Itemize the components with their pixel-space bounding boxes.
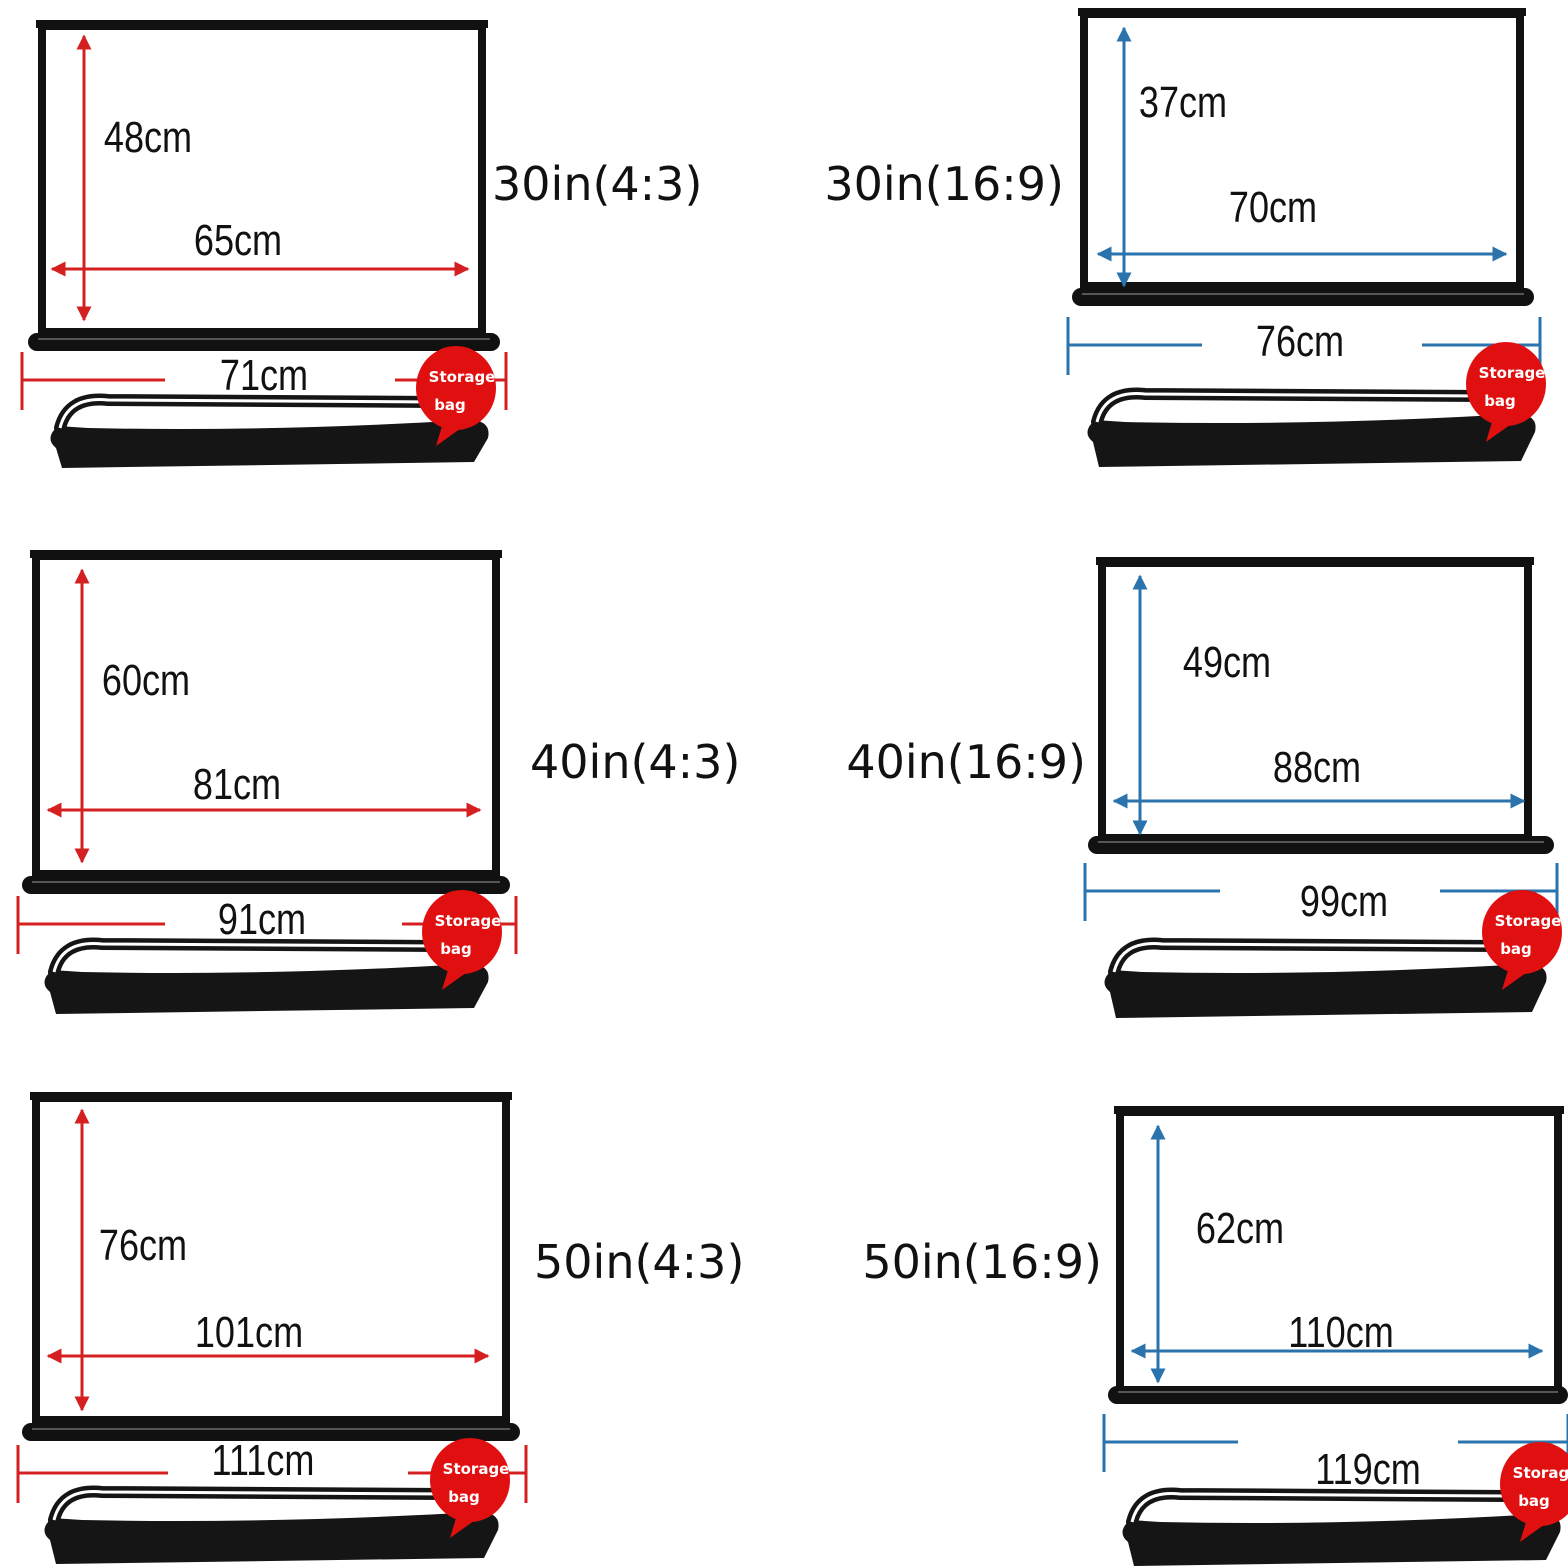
bubble-text-line2: bag (440, 940, 472, 958)
width-label: 88cm (1273, 743, 1361, 792)
storage-bag (1122, 1514, 1561, 1566)
total-width-label: 111cm (212, 1436, 315, 1485)
screen-panel-50-16-9: 62cm 110cm 119cm Storage bag (1102, 1106, 1568, 1566)
total-width-label: 71cm (220, 351, 308, 400)
bubble-tail (450, 1518, 478, 1538)
roller-base (28, 333, 500, 351)
total-width-label: 119cm (1315, 1445, 1421, 1494)
screen-frame (38, 22, 486, 336)
screen-size-label: 40in(4:3) (530, 735, 740, 789)
screen-top-bar (36, 20, 488, 28)
storage-bag (44, 1512, 499, 1564)
height-label: 62cm (1196, 1204, 1284, 1253)
storage-bag-bubble (430, 1438, 510, 1522)
roller-base (22, 1423, 520, 1441)
bubble-text-line1: Storage (435, 912, 502, 930)
screen-top-bar (1114, 1106, 1564, 1114)
bubble-tail (436, 426, 464, 446)
storage-bag (44, 964, 489, 1014)
screen-top-bar (1096, 557, 1534, 565)
screen-size-label: 30in(4:3) (492, 157, 702, 211)
height-label: 48cm (104, 113, 192, 162)
roller-base (1108, 1386, 1568, 1404)
height-label: 60cm (102, 656, 190, 705)
bubble-text-line1: Storage (1513, 1464, 1568, 1482)
storage-bag-bubble (1466, 342, 1546, 426)
screen-top-bar (30, 1092, 512, 1100)
bubble-text-line2: bag (1484, 392, 1516, 410)
storage-bag-bubble (1500, 1442, 1568, 1526)
storage-bag-bubble (416, 346, 496, 430)
height-label: 76cm (99, 1221, 187, 1270)
storage-bag (1087, 414, 1536, 467)
screen-panel-30-4-3: 48cm 65cm 71cm Storage bag (20, 20, 508, 468)
screen-panel-40-4-3: 60cm 81cm 91cm Storage bag (16, 550, 518, 1014)
roller-base (1072, 288, 1534, 306)
storage-bag-bubble (1482, 890, 1562, 974)
bubble-text-line2: bag (1518, 1492, 1550, 1510)
height-label: 49cm (1183, 638, 1271, 687)
total-width-label: 76cm (1256, 317, 1344, 366)
bubble-text-line1: Storage (429, 368, 496, 386)
bubble-tail (1486, 422, 1514, 442)
storage-bag-bubble (422, 890, 502, 974)
screen-top-bar (1078, 8, 1526, 16)
bubble-text-line1: Storage (1479, 364, 1546, 382)
screen-frame (32, 552, 500, 878)
width-label: 70cm (1229, 183, 1317, 232)
screen-size-label: 30in(16:9) (824, 157, 1064, 211)
width-label: 110cm (1288, 1308, 1394, 1357)
storage-bag (50, 420, 489, 468)
bubble-tail (1502, 970, 1530, 990)
roller-base (1088, 836, 1554, 854)
bubble-text-line2: bag (434, 396, 466, 414)
bubble-text-line2: bag (448, 1488, 480, 1506)
width-label: 65cm (194, 216, 282, 265)
bubble-text-line1: Storage (1495, 912, 1562, 930)
roller-base (22, 876, 510, 894)
width-label: 101cm (195, 1308, 303, 1357)
screen-size-label: 50in(16:9) (862, 1235, 1102, 1289)
screen-size-label: 50in(4:3) (534, 1235, 744, 1289)
bubble-tail (1520, 1522, 1548, 1542)
screen-size-label: 40in(16:9) (846, 735, 1086, 789)
total-width-label: 99cm (1300, 877, 1388, 926)
height-label: 37cm (1139, 78, 1227, 127)
storage-bag (1104, 964, 1547, 1018)
screen-frame (1098, 559, 1532, 842)
total-width-label: 91cm (218, 895, 306, 944)
width-label: 81cm (193, 760, 281, 809)
screen-frame (1080, 10, 1524, 290)
bubble-text-line1: Storage (443, 1460, 510, 1478)
bubble-tail (442, 970, 470, 990)
screen-top-bar (30, 550, 502, 558)
bubble-text-line2: bag (1500, 940, 1532, 958)
